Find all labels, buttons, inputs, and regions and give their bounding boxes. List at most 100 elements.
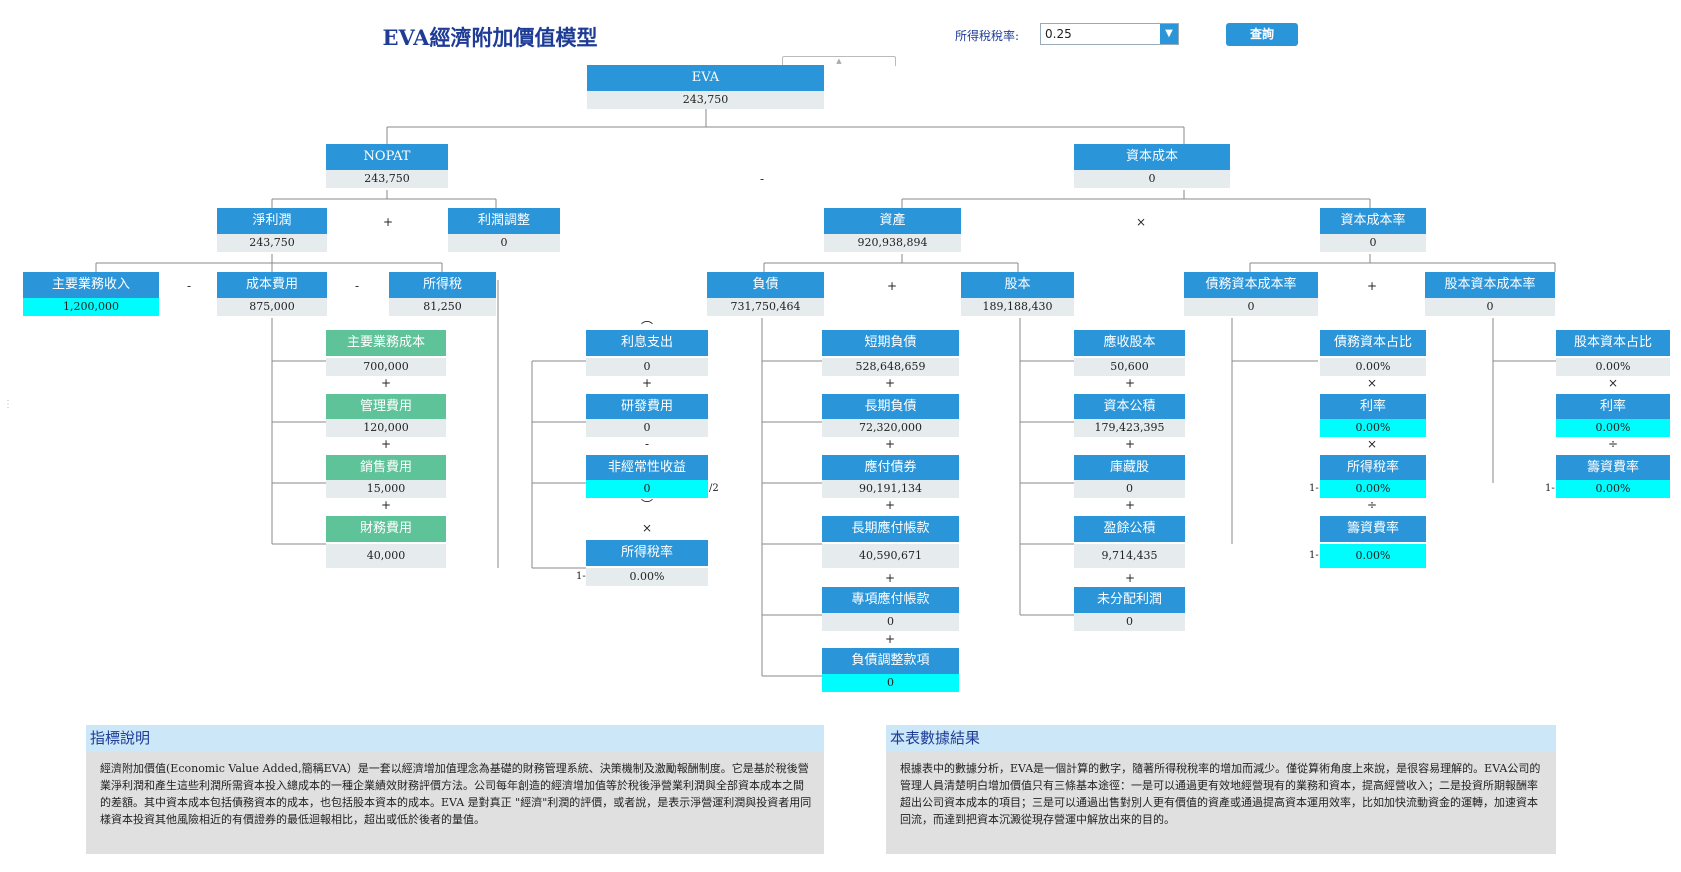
operator-plus: + [884, 376, 896, 390]
operator-plus: + [1124, 571, 1136, 585]
main-revenue-input[interactable]: 1,200,000 [23, 298, 159, 316]
treasury-stock-value: 0 [1074, 480, 1185, 498]
equity-financing-rate-input[interactable]: 0.00% [1556, 480, 1670, 498]
operator-plus: + [380, 437, 392, 451]
data-result-text: 根據表中的數據分析，EVA是一個計算的數字，隨著所得稅稅率的增加而減少。僅從算術… [886, 752, 1556, 854]
equity-node-value: 189,188,430 [961, 298, 1074, 316]
operator-divide: ÷ [1607, 437, 1619, 451]
cost-expense-node-label: 成本費用 [217, 272, 327, 298]
short-term-debt-value: 528,648,659 [822, 358, 959, 376]
capital-cost-rate-node-label: 資本成本率 [1320, 208, 1426, 234]
debt-financing-rate-label: 籌資費率 [1320, 516, 1426, 542]
bonds-payable-label: 應付債券 [822, 455, 959, 481]
cost-expense-node-value: 875,000 [217, 298, 327, 316]
page-title: EVA經濟附加價值模型 [382, 25, 598, 50]
operator-times: × [1135, 215, 1147, 229]
bonds-payable-value: 90,191,134 [822, 480, 959, 498]
equity-ratio-value: 0.00% [1556, 358, 1670, 376]
operator-times: × [1366, 376, 1378, 390]
surplus-reserve-label: 盈餘公積 [1074, 516, 1185, 542]
nonrecurring-gain-input[interactable]: 0 [586, 480, 708, 498]
debt-adjustment-label: 負債調整款項 [822, 648, 959, 674]
capital-reserve-label: 資本公積 [1074, 394, 1185, 420]
debt-ratio-label: 債務資本占比 [1320, 330, 1426, 356]
capital-cost-node-label: 資本成本 [1074, 144, 1230, 170]
liabilities-node-value: 731,750,464 [707, 298, 824, 316]
capital-cost-rate-node-value: 0 [1320, 234, 1426, 252]
operator-minus: - [644, 437, 650, 451]
one-minus: 1- [1309, 483, 1319, 494]
capital-reserve-value: 179,423,395 [1074, 419, 1185, 437]
long-term-debt-label: 長期負債 [822, 394, 959, 420]
indicator-description-text: 經濟附加價值(Economic Value Added,簡稱EVA）是一套以經濟… [86, 752, 824, 854]
profit-adjustment-node-value: 0 [448, 234, 560, 252]
profit-adjustment-node-label: 利潤調整 [448, 208, 560, 234]
operator-plus: + [641, 376, 653, 390]
operator-times: × [1366, 437, 1378, 451]
debt-interest-rate-input[interactable]: 0.00% [1320, 419, 1426, 437]
debt-ratio-value: 0.00% [1320, 358, 1426, 376]
operator-times: × [1607, 376, 1619, 390]
interest-expense-value: 0 [586, 358, 708, 376]
eva-node-value: 243,750 [587, 91, 824, 109]
main-revenue-node-label: 主要業務收入 [23, 272, 159, 298]
debt-financing-rate-input[interactable]: 0.00% [1320, 544, 1426, 568]
debt-tax-rate-label: 所得稅率 [1320, 455, 1426, 481]
equity-interest-rate-input[interactable]: 0.00% [1556, 419, 1670, 437]
sales-expense-value: 15,000 [326, 480, 446, 498]
tax-rate-node-label: 所得稅率 [586, 540, 708, 566]
indicator-description-title: 指標說明 [86, 725, 824, 752]
retained-earnings-label: 未分配利潤 [1074, 587, 1185, 613]
liabilities-node-label: 負債 [707, 272, 824, 298]
operator-times: × [641, 521, 653, 535]
treasury-stock-label: 庫藏股 [1074, 455, 1185, 481]
net-profit-node-value: 243,750 [217, 234, 327, 252]
rnd-expense-value: 0 [586, 419, 708, 437]
half-divisor: /2 [709, 483, 719, 494]
operator-plus: + [382, 215, 394, 229]
equity-capital-rate-node-label: 股本資本成本率 [1425, 272, 1555, 298]
one-minus: 1- [1309, 550, 1319, 561]
debt-adjustment-input[interactable]: 0 [822, 674, 959, 692]
interest-expense-label: 利息支出 [586, 330, 708, 356]
nopat-node-value: 243,750 [326, 170, 448, 188]
drag-handle-icon[interactable]: ⋮ [3, 399, 13, 410]
sales-expense-label: 銷售費用 [326, 455, 446, 481]
admin-expense-label: 管理費用 [326, 394, 446, 420]
one-minus: 1- [1545, 483, 1555, 494]
operator-divide: ÷ [1366, 498, 1378, 512]
operator-plus: + [1124, 498, 1136, 512]
equity-capital-rate-node-value: 0 [1425, 298, 1555, 316]
income-tax-node-value: 81,250 [389, 298, 496, 316]
admin-expense-value: 120,000 [326, 419, 446, 437]
chevron-down-icon[interactable]: ▼ [1160, 24, 1178, 44]
equity-interest-rate-label: 利率 [1556, 394, 1670, 420]
main-business-cost-value: 700,000 [326, 358, 446, 376]
share-capital-label: 應收股本 [1074, 330, 1185, 356]
operator-plus: + [884, 632, 896, 646]
operator-minus: - [354, 279, 360, 293]
tax-rate-select[interactable]: 0.25 ▼ [1040, 23, 1179, 45]
share-capital-value: 50,600 [1074, 358, 1185, 376]
short-term-debt-label: 短期負債 [822, 330, 959, 356]
operator-plus: + [884, 437, 896, 451]
debt-tax-rate-input[interactable]: 0.00% [1320, 480, 1426, 498]
one-minus: 1- [576, 571, 586, 582]
collapse-toggle-icon[interactable]: ▲ [782, 56, 896, 66]
operator-plus: + [380, 498, 392, 512]
paren-close: ︶ [640, 498, 653, 512]
long-term-payable-value: 40,590,671 [822, 544, 959, 568]
finance-expense-value: 40,000 [326, 544, 446, 568]
assets-node-label: 資產 [824, 208, 961, 234]
query-button[interactable]: 查詢 [1226, 23, 1298, 46]
retained-earnings-value: 0 [1074, 613, 1185, 631]
long-term-debt-value: 72,320,000 [822, 419, 959, 437]
tax-rate-value: 0.25 [1045, 27, 1072, 41]
surplus-reserve-value: 9,714,435 [1074, 544, 1185, 568]
tax-rate-label: 所得稅稅率: [955, 29, 1020, 43]
operator-minus: - [186, 279, 192, 293]
operator-minus: - [759, 172, 765, 186]
nopat-node-label: NOPAT [326, 144, 448, 170]
tax-rate-node-value: 0.00% [586, 568, 708, 586]
